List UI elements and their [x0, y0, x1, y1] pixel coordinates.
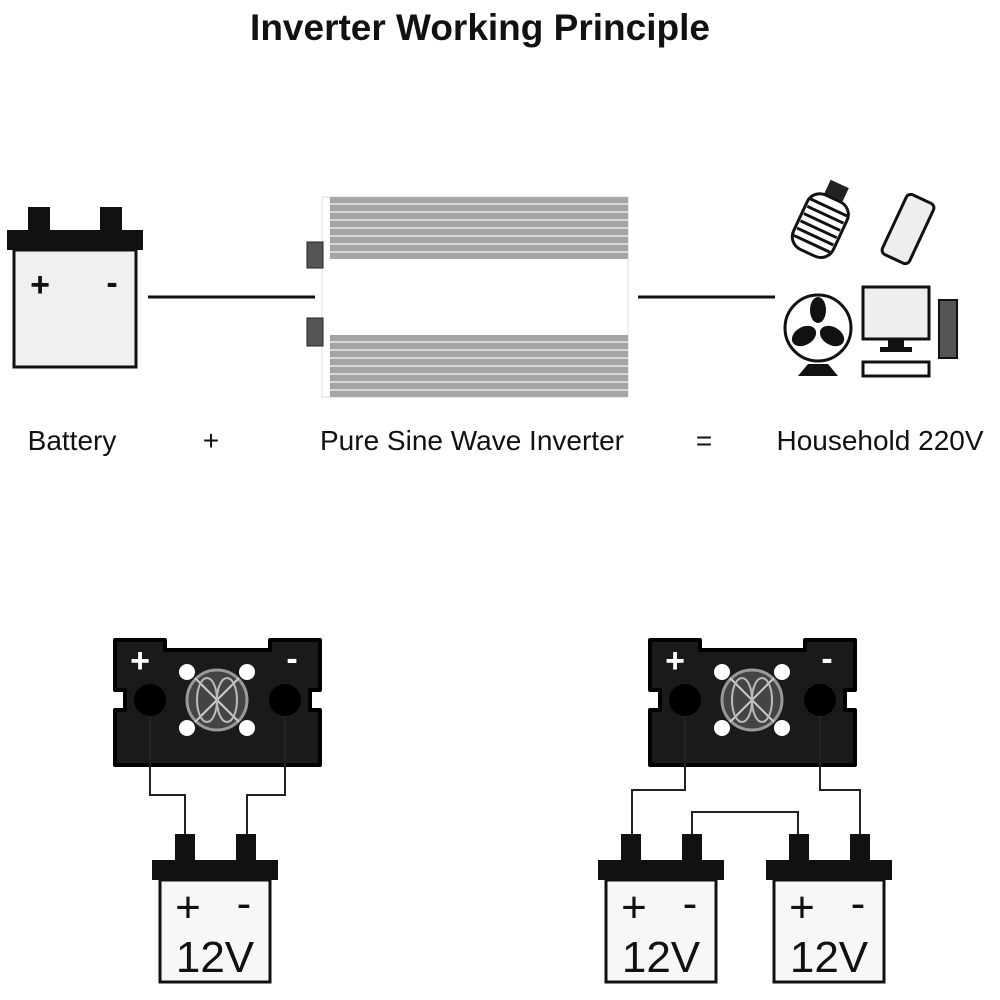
battery-positive-sign: + — [789, 883, 815, 932]
inverter-label: Pure Sine Wave Inverter — [320, 425, 624, 456]
battery-positive-sign: + — [30, 266, 50, 304]
output-label: Household 220V — [776, 425, 983, 456]
positive-wire — [149, 716, 186, 836]
battery-negative-sign: - — [237, 879, 252, 928]
battery-negative-sign: - — [106, 264, 117, 302]
battery-negative-sign: - — [683, 879, 698, 928]
battery-negative-sign: - — [851, 879, 866, 928]
positive-wire — [631, 716, 686, 836]
face-negative-sign: - — [821, 640, 832, 678]
series-link-wire — [691, 811, 799, 836]
negative-wire — [246, 716, 286, 836]
battery-icon: + - — [7, 207, 143, 369]
face-positive-sign: + — [130, 642, 150, 680]
battery-voltage: 12V — [790, 933, 869, 982]
face-negative-sign: - — [286, 640, 297, 678]
light-bulb-icon — [790, 179, 850, 260]
desktop-computer-icon — [861, 285, 958, 378]
plus-operator: + — [203, 425, 219, 456]
diagram-title: Inverter Working Principle — [250, 7, 710, 48]
face-positive-sign: + — [665, 642, 685, 680]
battery-voltage: 12V — [622, 933, 701, 982]
battery-positive-sign: + — [175, 883, 201, 932]
fan-icon — [783, 293, 853, 376]
battery-voltage: 12V — [176, 933, 255, 982]
single-battery-config: + - + - 12V — [113, 638, 322, 984]
series-battery-config: + - + - 12V + - 12V — [596, 638, 894, 984]
battery-label: Battery — [28, 425, 117, 456]
negative-wire — [819, 716, 861, 836]
inverter-icon — [306, 196, 629, 398]
battery-positive-sign: + — [621, 883, 647, 932]
equals-operator: = — [696, 425, 712, 456]
smartphone-icon — [880, 192, 936, 266]
